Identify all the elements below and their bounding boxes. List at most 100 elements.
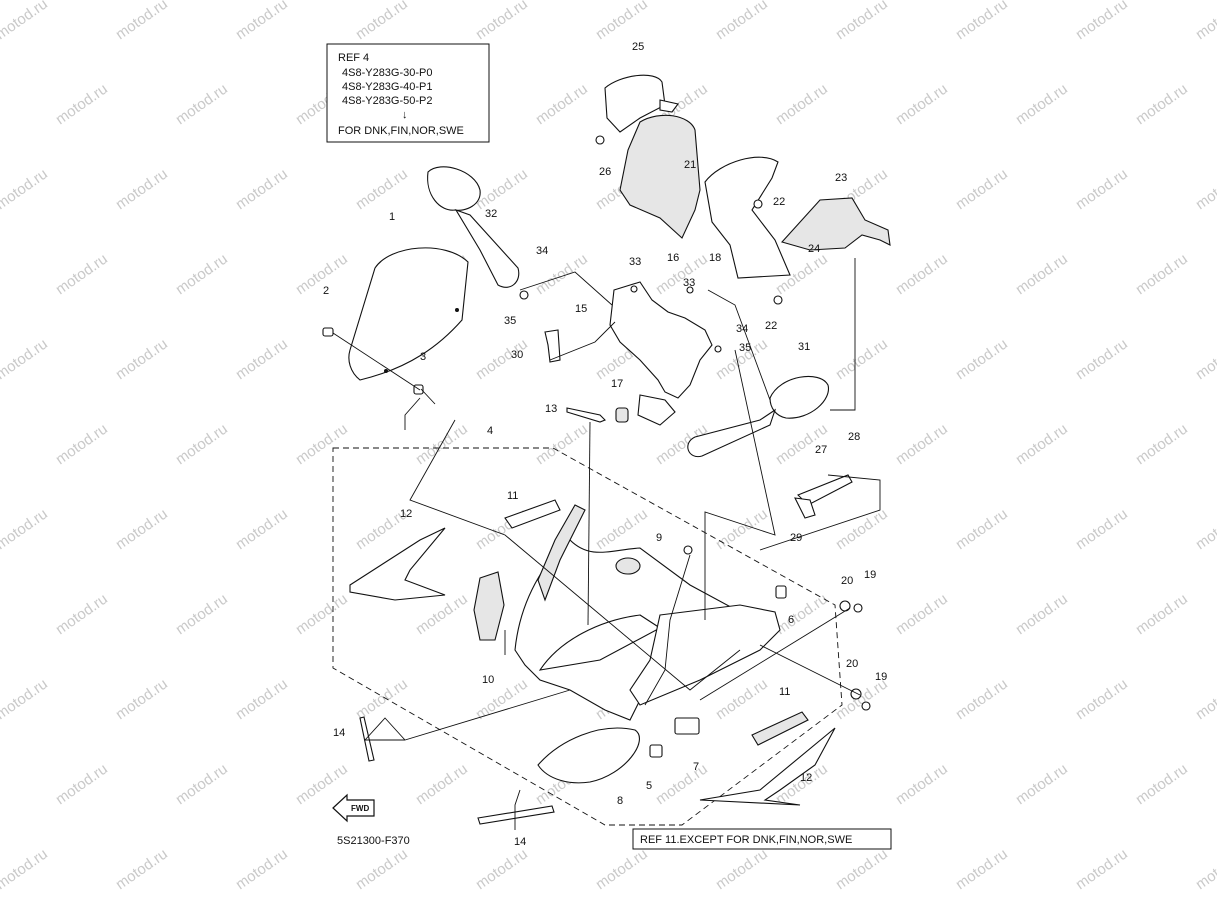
callout-33b: 33 (683, 277, 695, 289)
callout-22a: 22 (773, 196, 785, 208)
side-panel-part (629, 604, 781, 706)
watermark-text: motod.ru (1193, 0, 1217, 43)
watermark-text: motod.ru (713, 505, 771, 553)
watermark-text: motod.ru (1193, 165, 1217, 213)
mirror-left-part (427, 166, 520, 288)
watermark-text: motod.ru (593, 505, 651, 553)
watermark-text: motod.ru (233, 845, 291, 893)
watermark-text: motod.ru (413, 760, 471, 808)
spring-clip-part (566, 407, 606, 423)
watermark-text: motod.ru (353, 0, 411, 43)
callout-20a: 20 (841, 575, 853, 587)
watermark-text: motod.ru (113, 845, 171, 893)
watermark-text: motod.ru (833, 335, 891, 383)
callout-20b: 20 (846, 658, 858, 670)
callout-14b: 14 (514, 836, 526, 848)
front-cowling-part (514, 504, 746, 721)
callout-11a: 11 (507, 490, 518, 502)
watermark-text: motod.ru (0, 335, 51, 383)
watermark-text: motod.ru (1013, 420, 1071, 468)
watermark-text: motod.ru (113, 165, 171, 213)
callout-19b: 19 (875, 671, 887, 683)
watermark-text: motod.ru (833, 0, 891, 43)
ref-box-code-2: 4S8-Y283G-40-P1 (342, 81, 433, 93)
watermark-text: motod.ru (173, 250, 231, 298)
watermark-text: motod.ru (113, 335, 171, 383)
watermark-text: motod.ru (533, 420, 591, 468)
callout-27: 27 (815, 444, 827, 456)
callout-31: 31 (798, 341, 810, 353)
emblem-decal-part (504, 499, 561, 529)
callout-22b: 22 (765, 320, 777, 332)
watermark-text: motod.ru (293, 420, 351, 468)
air-duct-part (473, 571, 505, 641)
callout-18: 18 (709, 252, 721, 264)
watermark-text: motod.ru (1133, 420, 1191, 468)
watermark-text: motod.ru (893, 590, 951, 638)
callout-2: 2 (323, 285, 329, 297)
callout-28: 28 (848, 431, 860, 443)
watermark-text: motod.ru (53, 760, 111, 808)
callout-21: 21 (684, 159, 696, 171)
svg-text:FWD: FWD (351, 804, 369, 813)
watermark-text: motod.ru (233, 675, 291, 723)
watermark-text: motod.ru (473, 845, 531, 893)
watermark-text: motod.ru (173, 420, 231, 468)
callout-3: 3 (420, 351, 426, 363)
emblem-decal-part (751, 711, 809, 746)
watermark-text: motod.ru (353, 165, 411, 213)
callout-30: 30 (511, 349, 523, 361)
watermark-text: motod.ru (293, 590, 351, 638)
ref-box-top: REF 4 4S8-Y283G-30-P0 4S8-Y283G-40-P1 4S… (326, 43, 490, 143)
watermark-text: motod.ru (1073, 335, 1131, 383)
ref-box-bottom: REF 11.EXCEPT FOR DNK,FIN,NOR,SWE (632, 828, 892, 850)
watermark-text: motod.ru (593, 0, 651, 43)
callout-12a: 12 (400, 508, 412, 520)
watermark-text: motod.ru (173, 590, 231, 638)
callout-26: 26 (599, 166, 611, 178)
callout-5: 5 (646, 780, 652, 792)
watermark-text: motod.ru (233, 505, 291, 553)
watermark-text: motod.ru (893, 420, 951, 468)
watermark-text: motod.ru (1073, 675, 1131, 723)
watermark-text: motod.ru (1133, 760, 1191, 808)
under-cover-part (537, 727, 640, 784)
inner-panel-part (604, 74, 891, 279)
watermark-text: motod.ru (833, 845, 891, 893)
callout-34b: 34 (736, 323, 748, 335)
watermark-text: motod.ru (0, 0, 51, 43)
ref-box-title: REF 4 (338, 52, 369, 64)
watermark-text: motod.ru (953, 675, 1011, 723)
callout-25: 25 (632, 41, 644, 53)
watermark-text: motod.ru (1193, 675, 1217, 723)
watermark-text: motod.ru (233, 165, 291, 213)
callout-11b: 11 (779, 686, 790, 698)
watermark-text: motod.ru (1013, 80, 1071, 128)
watermark-text: motod.ru (113, 505, 171, 553)
watermark-text: motod.ru (0, 165, 51, 213)
watermark-text: motod.ru (653, 250, 711, 298)
ref-box-arrow: ↓ (402, 109, 408, 121)
watermark-text: motod.ru (1133, 590, 1191, 638)
mirror-right-part (687, 375, 829, 458)
callout-23: 23 (835, 172, 847, 184)
watermark-text: motod.ru (0, 675, 51, 723)
watermark-text: motod.ru (233, 335, 291, 383)
watermark-text: motod.ru (473, 0, 531, 43)
callout-4: 4 (487, 425, 493, 437)
callout-6: 6 (788, 614, 794, 626)
watermark-text: motod.ru (893, 760, 951, 808)
watermark-text: motod.ru (113, 0, 171, 43)
callout-35b: 35 (739, 342, 751, 354)
graphic-decal-part (349, 527, 446, 601)
ref-box-code-1: 4S8-Y283G-30-P0 (342, 67, 433, 79)
watermark-text: motod.ru (1193, 335, 1217, 383)
callout-32: 32 (485, 208, 497, 220)
watermark-text: motod.ru (173, 760, 231, 808)
graphic-decal-part (699, 727, 836, 806)
watermark-text: motod.ru (1193, 845, 1217, 893)
ref-box-note: FOR DNK,FIN,NOR,SWE (338, 125, 464, 137)
windshield-part (348, 247, 469, 381)
watermark-text: motod.ru (593, 845, 651, 893)
